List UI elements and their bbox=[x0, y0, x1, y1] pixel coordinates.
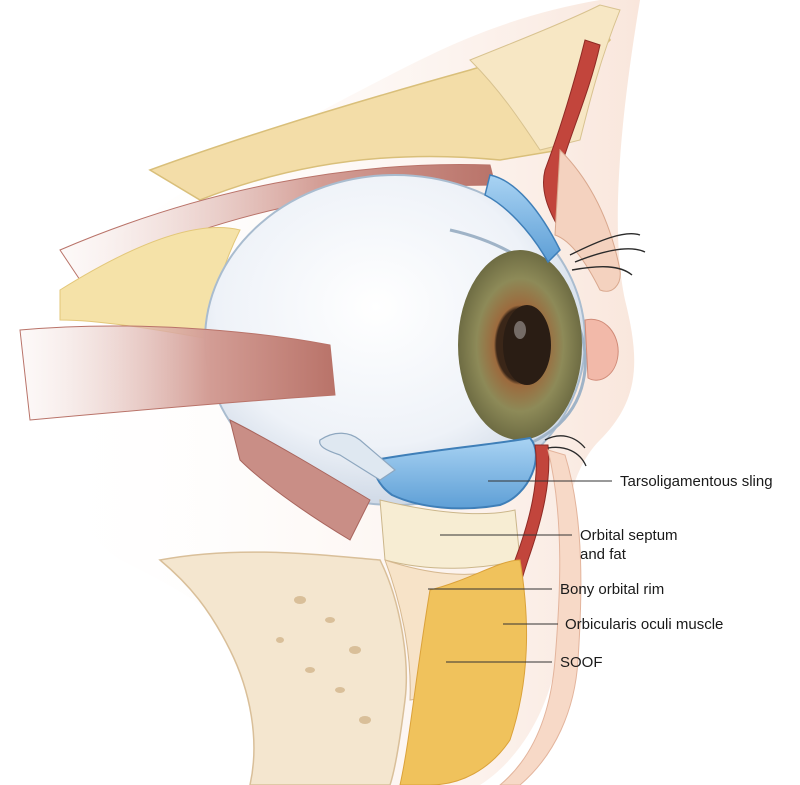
soof-region bbox=[399, 559, 528, 785]
label-bony-orbital-rim: Bony orbital rim bbox=[560, 581, 664, 598]
lower-eyelashes bbox=[544, 435, 587, 467]
label-soof: SOOF bbox=[560, 654, 603, 671]
label-line: Bony orbital rim bbox=[560, 581, 664, 598]
oblique-tendon bbox=[319, 432, 396, 481]
upper-eyelashes bbox=[569, 233, 646, 276]
upper-tarsus bbox=[484, 174, 561, 264]
label-line: Tarsoligamentous sling bbox=[620, 473, 773, 490]
lateral-canthus bbox=[584, 318, 619, 381]
label-orbicularis-oculi-muscle: Orbicularis oculi muscle bbox=[565, 616, 723, 633]
maxilla-bone bbox=[158, 551, 408, 785]
label-line: and fat bbox=[580, 546, 627, 563]
label-tarsoligamentous-sling: Tarsoligamentous sling bbox=[620, 473, 773, 490]
callouts: Tarsoligamentous sling Orbital septum an… bbox=[428, 473, 773, 671]
upper-eyelid bbox=[554, 148, 621, 292]
lateral-rectus bbox=[19, 325, 336, 421]
tarsoligamentous-sling-shape bbox=[373, 436, 537, 510]
label-orbital-septum-and-fat: Orbital septum and fat bbox=[580, 527, 682, 563]
bone-pores bbox=[276, 596, 371, 724]
label-line: Orbital septum bbox=[580, 527, 678, 544]
label-line: SOOF bbox=[560, 654, 603, 671]
label-line: Orbicularis oculi muscle bbox=[565, 616, 723, 633]
pupil-highlight bbox=[514, 321, 526, 339]
brow-fat bbox=[469, 4, 621, 151]
pupil bbox=[503, 305, 551, 385]
inferior-rectus bbox=[229, 419, 371, 541]
